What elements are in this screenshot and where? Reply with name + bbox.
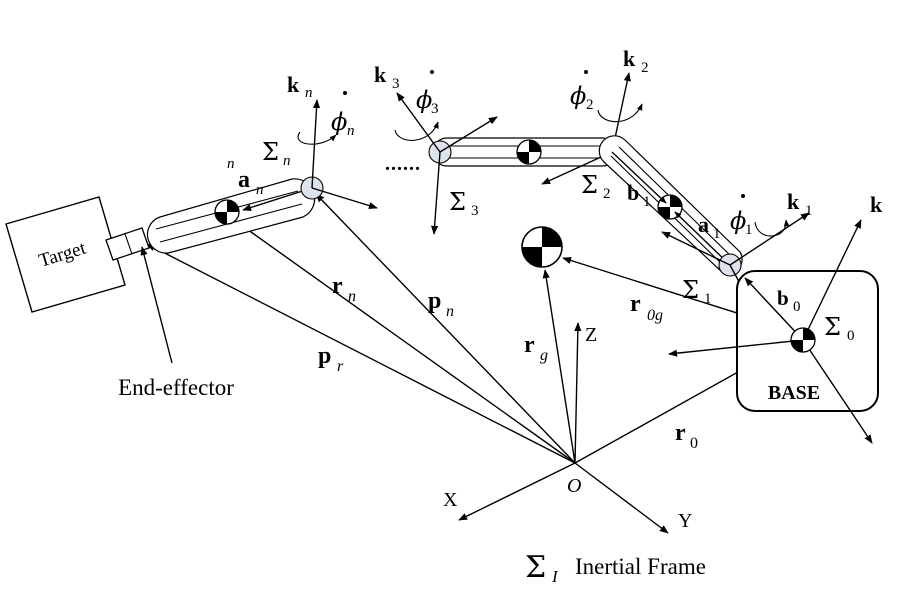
label-sigma-i: Σ <box>525 550 546 585</box>
axis-k-3 <box>396 92 441 153</box>
svg-text:1: 1 <box>713 226 721 242</box>
svg-text:r: r <box>337 358 344 375</box>
link-3-2 <box>432 137 617 167</box>
label-k-1: k <box>787 189 800 214</box>
svg-text:2: 2 <box>603 186 611 202</box>
svg-text:3: 3 <box>471 203 479 219</box>
label-sigma-2: Σ <box>581 171 598 199</box>
vector-a-1 <box>674 211 731 266</box>
vector-b-0 <box>744 277 804 341</box>
axis-k <box>802 219 862 341</box>
vector-r-g <box>542 269 576 464</box>
axis-k-1 <box>729 212 810 266</box>
label-axis-x: X <box>443 489 458 511</box>
label-sigma-1: Σ <box>682 276 699 304</box>
svg-text:3: 3 <box>392 76 400 92</box>
inertial-frame-axes <box>458 322 669 534</box>
label-r-g: r <box>524 332 535 358</box>
svg-text:n: n <box>256 182 264 198</box>
target-box: Target <box>5 196 150 313</box>
link-2-1 <box>598 135 743 275</box>
svg-text:1: 1 <box>643 194 651 210</box>
label-r-0: r <box>675 420 686 446</box>
axis-y-arrow <box>574 462 669 534</box>
svg-text:0: 0 <box>690 435 698 452</box>
svg-text:n: n <box>227 156 235 172</box>
label-phi-3: ϕ <box>416 86 432 114</box>
label-sigma-n: Σ <box>262 138 279 166</box>
label-sigma-0: Σ <box>824 313 841 341</box>
joint-3 <box>394 92 498 235</box>
svg-text:1: 1 <box>745 222 753 238</box>
axis-x-arrow <box>458 462 576 521</box>
svg-text:1: 1 <box>704 291 712 307</box>
label-k: k <box>870 192 883 217</box>
label-phi-1: ϕ <box>730 207 746 235</box>
label-sigma-3: Σ <box>449 188 466 216</box>
label-b-1: b <box>627 180 639 205</box>
inertial-frame-label: Inertial Frame <box>575 554 706 579</box>
label-k-n: k <box>287 72 300 97</box>
svg-text:n: n <box>283 153 291 169</box>
link-ellipsis: ...... <box>385 153 421 175</box>
svg-text:1: 1 <box>805 203 813 219</box>
svg-text:2: 2 <box>641 60 649 76</box>
label-k-3: k <box>374 62 387 87</box>
axis-z-arrow <box>574 322 582 464</box>
label-phi-n: ϕ <box>331 108 347 136</box>
label-p-n: p <box>428 288 441 314</box>
label-b-0: b <box>777 286 789 310</box>
joint-n <box>297 99 378 210</box>
svg-text:2: 2 <box>586 97 594 113</box>
label-origin: O <box>567 475 581 497</box>
vector-r-n <box>236 221 576 464</box>
svg-text:n: n <box>305 85 313 101</box>
label-a-1: a <box>698 212 709 237</box>
svg-text:0g: 0g <box>647 307 663 324</box>
svg-text:0: 0 <box>793 299 801 315</box>
label-axis-z: Z <box>585 324 597 346</box>
svg-text:0: 0 <box>847 328 855 344</box>
label-r-n: r <box>332 273 343 299</box>
svg-text:g: g <box>540 347 548 364</box>
vector-a-n <box>242 187 313 211</box>
base: BASE <box>668 219 879 444</box>
svg-text:n: n <box>446 303 454 320</box>
label-k-2: k <box>623 46 636 71</box>
label-a-n: a <box>238 167 250 193</box>
base-label: BASE <box>768 382 820 404</box>
label-r-0g: r <box>630 291 641 317</box>
svg-text:3: 3 <box>431 101 439 117</box>
vector-p-n <box>315 193 576 464</box>
link-n <box>146 178 316 254</box>
label-axis-y: Y <box>678 510 692 532</box>
position-vectors <box>146 193 791 464</box>
end-effector-label: End-effector <box>118 375 234 400</box>
svg-text:n: n <box>347 123 355 139</box>
svg-text:I: I <box>551 567 559 586</box>
label-p-r: p <box>318 343 331 369</box>
label-phi-2: ϕ <box>570 82 586 110</box>
vector-b-1 <box>611 151 667 204</box>
system-center-of-mass <box>521 226 563 268</box>
vector-p-r <box>146 243 576 464</box>
svg-text:n: n <box>348 288 356 305</box>
end-effector-pointer <box>140 246 173 364</box>
